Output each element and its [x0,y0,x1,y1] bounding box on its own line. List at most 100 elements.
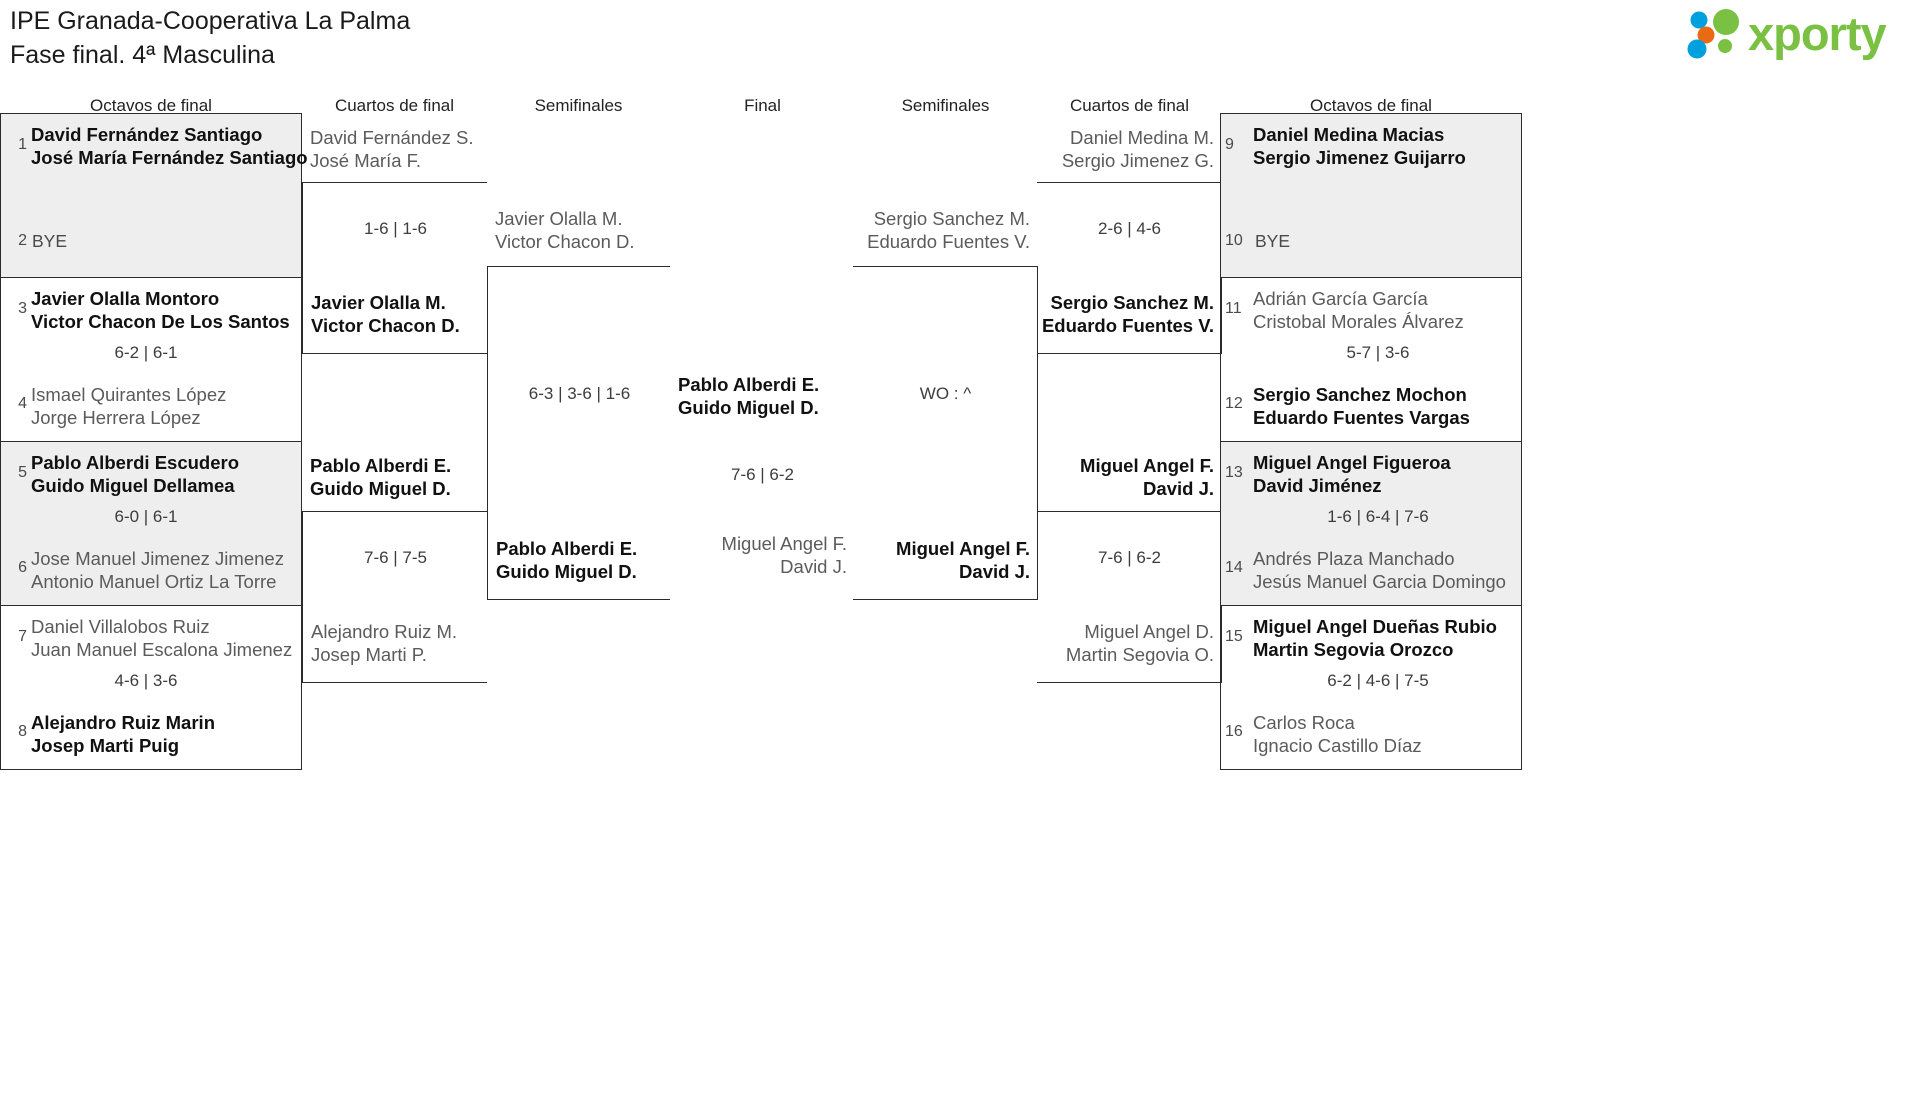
seed-number: 6 [18,559,27,576]
svg-text:xporty: xporty [1748,7,1887,60]
team-player-2: Guido Miguel D. [678,397,819,418]
team-player-1: Sergio Sanchez M. [1050,292,1214,313]
round-header-left-cuartos: Cuartos de final [334,96,455,115]
team-player-1: Miguel Angel F. [1080,455,1214,476]
team-player-2: Cristobal Morales Álvarez [1253,311,1464,332]
seed-number: 15 [1225,628,1243,645]
team-player-2: Guido Miguel D. [496,561,637,582]
match-score: 7-6 | 7-5 [363,548,427,567]
team-player-2: Jesús Manuel Garcia Domingo [1253,571,1506,592]
team-player-1: David Fernández Santiago [31,124,263,145]
round-header-left-octavos: Octavos de final [90,96,212,115]
seed-number: 7 [18,628,27,645]
team-player-2: Martin Segovia O. [1065,644,1214,665]
match-score: 6-3 | 3-6 | 1-6 [528,384,631,403]
team-player-1: Alejandro Ruiz M. [311,621,458,642]
team-player-2: Victor Chacon D. [495,231,635,252]
team-player-1: Pablo Alberdi E. [310,455,452,476]
team-player-1: Pablo Alberdi E. [496,538,638,559]
team-player-2: José María F. [310,150,422,171]
team-player-1: Jose Manuel Jimenez Jimenez [31,548,284,569]
team-player-2: Juan Manuel Escalona Jimenez [31,639,293,660]
team-player-1: Miguel Angel F. [721,533,847,554]
team-player-1: Javier Olalla M. [311,292,446,313]
seed-number: 1 [18,136,27,153]
match-box-l-sf[interactable]: 6-3 | 3-6 | 1-6 Pablo Alberdi E. Guido M… [487,266,670,600]
match-box-r-oct-4[interactable]: 15 Miguel Angel Dueñas Rubio Martin Sego… [1220,605,1522,770]
seed-number: 2 [18,232,27,249]
match-feed-l-sf-top: Javier Olalla M. Victor Chacon D. [487,195,670,265]
match-feed-r-qf-2-top: Miguel Angel F. David J. [1037,441,1222,511]
tournament-phase: Fase final. 4ª Masculina [10,41,275,69]
match-box-l-oct-4[interactable]: 7 Daniel Villalobos Ruiz Juan Manuel Esc… [0,605,302,770]
seed-number: 8 [18,723,27,740]
team-player-2: Victor Chacon D. [311,315,460,336]
team-player-1: Carlos Roca [1253,712,1355,733]
team-player-1: Daniel Medina M. [1070,127,1214,148]
round-header-right-semis: Semifinales [901,96,990,115]
seed-number: 4 [18,395,27,412]
match-box-l-qf-1[interactable]: 1-6 | 1-6 Javier Olalla M. Victor Chacon… [302,182,487,354]
match-feed-final-top: Pablo Alberdi E. Guido Miguel D. [670,360,855,430]
team-player-2: Eduardo Fuentes Vargas [1253,407,1470,428]
team-player-1: Miguel Angel D. [1084,621,1214,642]
team-player-1: Miguel Angel F. [896,538,1030,559]
match-score: 5-7 | 3-6 [1346,343,1410,362]
tournament-name: IPE Granada-Cooperativa La Palma [10,7,411,35]
match-score: 7-6 | 6-2 [730,465,794,484]
seed-number: 16 [1225,723,1243,740]
seed-number: 14 [1225,559,1243,576]
match-score: 6-2 | 4-6 | 7-5 [1327,671,1429,690]
match-box-l-oct-2[interactable]: 3 Javier Olalla Montoro Victor Chacon De… [0,277,302,442]
team-player-2: David Jiménez [1253,475,1382,496]
match-score: 6-2 | 6-1 [114,343,178,362]
bye-label: BYE [1255,231,1291,251]
match-feed-r-qf-1-top: Daniel Medina M. Sergio Jimenez G. [1037,113,1222,183]
logo-wordmark: xporty [1748,7,1888,60]
team-player-2: Jorge Herrera López [31,407,201,428]
team-player-2: Josep Marti Puig [31,735,180,756]
team-player-1: David Fernández S. [310,127,474,148]
bye-label: BYE [32,231,68,251]
team-player-2: David J. [959,561,1030,582]
team-player-2: Antonio Manuel Ortiz La Torre [31,571,277,592]
final-score-area: 7-6 | 6-2 Miguel Angel F. David J. [670,455,855,595]
match-feed-l-qf-2-top: Pablo Alberdi E. Guido Miguel D. [302,441,487,511]
match-box-r-oct-2[interactable]: 11 Adrián García García Cristobal Morale… [1220,277,1522,442]
match-score: 4-6 | 3-6 [114,671,178,690]
team-player-1: Sergio Sanchez M. [873,208,1030,229]
seed-number: 5 [18,464,27,481]
match-box-r-qf-2[interactable]: 7-6 | 6-2 Miguel Angel D. Martin Segovia… [1037,511,1222,683]
xporty-logo: xporty [1680,6,1912,64]
team-player-2: Eduardo Fuentes V. [1041,315,1214,336]
match-box-r-qf-1[interactable]: 2-6 | 4-6 Sergio Sanchez M. Eduardo Fuen… [1037,182,1222,354]
match-score: WO : ^ [919,384,972,403]
round-header-right-cuartos: Cuartos de final [1069,96,1190,115]
match-box-r-oct-1[interactable]: 9 Daniel Medina Macias Sergio Jimenez Gu… [1220,113,1522,278]
team-player-2: Ignacio Castillo Díaz [1253,735,1422,756]
match-box-l-oct-1[interactable]: 1 David Fernández Santiago José María Fe… [0,113,308,278]
team-player-1: Miguel Angel Figueroa [1253,452,1451,473]
logo-dots-icon [1687,9,1739,59]
page-title: IPE Granada-Cooperativa La Palma Fase fi… [10,4,410,72]
match-box-l-qf-2[interactable]: 7-6 | 7-5 Alejandro Ruiz M. Josep Marti … [302,511,487,683]
match-score: 2-6 | 4-6 [1097,219,1161,238]
team-player-2: Guido Miguel D. [310,478,451,499]
team-player-2: David J. [780,556,847,577]
match-box-r-oct-3[interactable]: 13 Miguel Angel Figueroa David Jiménez 1… [1220,441,1522,606]
team-player-2: Victor Chacon De Los Santos [31,311,290,332]
team-player-1: Adrián García García [1253,288,1428,309]
team-player-1: Pablo Alberdi E. [678,374,820,395]
round-header-left-semis: Semifinales [534,96,623,115]
team-player-2: Martin Segovia Orozco [1253,639,1454,660]
match-box-r-sf[interactable]: WO : ^ Miguel Angel F. David J. [853,266,1038,600]
team-player-2: Josep Marti P. [311,644,427,665]
seed-number: 10 [1225,232,1243,249]
seed-number: 13 [1225,464,1243,481]
seed-number: 12 [1225,395,1243,412]
match-box-l-oct-3[interactable]: 5 Pablo Alberdi Escudero Guido Miguel De… [0,441,302,606]
team-player-1: Alejandro Ruiz Marin [31,712,215,733]
seed-number: 11 [1225,300,1242,317]
match-score: 1-6 | 1-6 [363,219,427,238]
